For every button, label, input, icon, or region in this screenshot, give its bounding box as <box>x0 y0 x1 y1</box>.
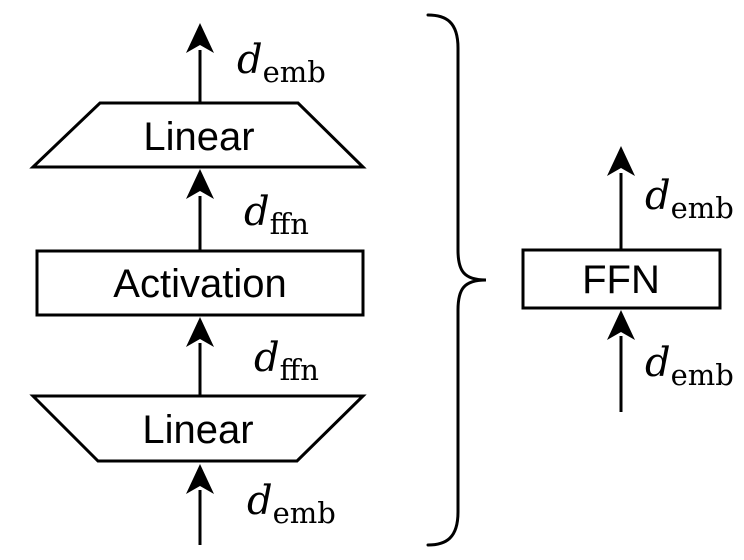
ffn-label: FFN <box>582 258 660 302</box>
grouping-brace <box>426 13 487 547</box>
collapsed-input-arrow-icon <box>607 310 635 412</box>
linear-block-top <box>29 101 367 169</box>
expanded-ffn-group: demb Linear dffn Activation dffn Linear <box>29 23 367 545</box>
dim-label-output-emb: demb <box>237 37 326 89</box>
linear-block-bottom <box>29 394 367 463</box>
linear-bottom-label: Linear <box>142 408 253 452</box>
collapsed-ffn-group: demb FFN demb <box>521 146 734 412</box>
expanded-input-arrow-icon <box>186 464 214 545</box>
hidden-arrow-top-icon <box>186 169 214 251</box>
hidden-arrow-bottom-icon <box>186 317 214 396</box>
dim-label-collapsed-input-emb: demb <box>645 340 734 392</box>
collapsed-output-arrow-icon <box>607 146 635 250</box>
dim-label-ffn-top: dffn <box>244 189 309 241</box>
activation-block <box>35 249 365 317</box>
dim-label-input-emb: demb <box>247 478 336 530</box>
dim-label-collapsed-output-emb: demb <box>645 173 734 225</box>
linear-top-label: Linear <box>143 115 254 159</box>
activation-label: Activation <box>113 262 286 306</box>
dim-label-ffn-bottom: dffn <box>254 335 319 387</box>
ffn-block <box>521 248 722 310</box>
expanded-output-arrow-icon <box>186 23 214 102</box>
